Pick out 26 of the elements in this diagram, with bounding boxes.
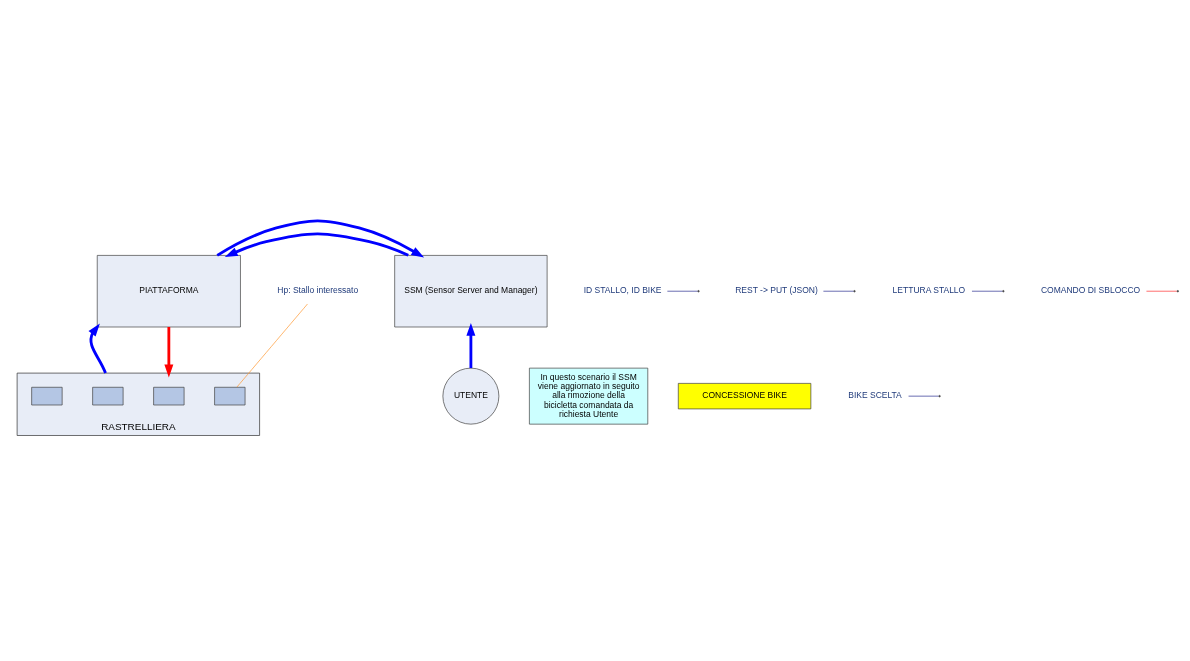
- node-circle: UTENTE: [442, 367, 500, 424]
- node-text: LETTURA STALLO: [892, 284, 966, 295]
- cluster: RASTRELLIERA: [16, 372, 260, 436]
- node-box: CONCESSIONE BIKE: [677, 382, 812, 409]
- connector: [908, 395, 939, 396]
- node-text: Hp: Stallo interessato: [277, 284, 359, 295]
- connector: [971, 290, 1003, 292]
- connector: [236, 303, 308, 387]
- node-box: In questo scenario il SSM viene aggiornato in seguito alla rimozione della bicicletta comandata da richiesta Utente: [529, 367, 649, 424]
- arrow: [88, 323, 107, 374]
- arrow: [216, 218, 425, 258]
- node-box: [214, 386, 246, 405]
- node-text: ID STALLO, ID BIKE: [583, 284, 662, 295]
- node-box: [153, 386, 185, 405]
- node-text: BIKE SCELTA: [848, 389, 902, 400]
- node-text: COMANDO DI SBLOCCO: [1040, 284, 1141, 295]
- node-box: [92, 386, 124, 405]
- arrow: [164, 326, 174, 377]
- node-box: [31, 386, 63, 405]
- connector: [667, 290, 698, 292]
- node-box: PIATTAFORMA: [96, 254, 241, 327]
- connector: [823, 290, 854, 292]
- node-text: REST -> PUT (JSON): [735, 284, 818, 295]
- arrow: [466, 322, 476, 368]
- arrow: [224, 231, 409, 257]
- node-box: SSM (Sensor Server and Manager): [394, 254, 548, 327]
